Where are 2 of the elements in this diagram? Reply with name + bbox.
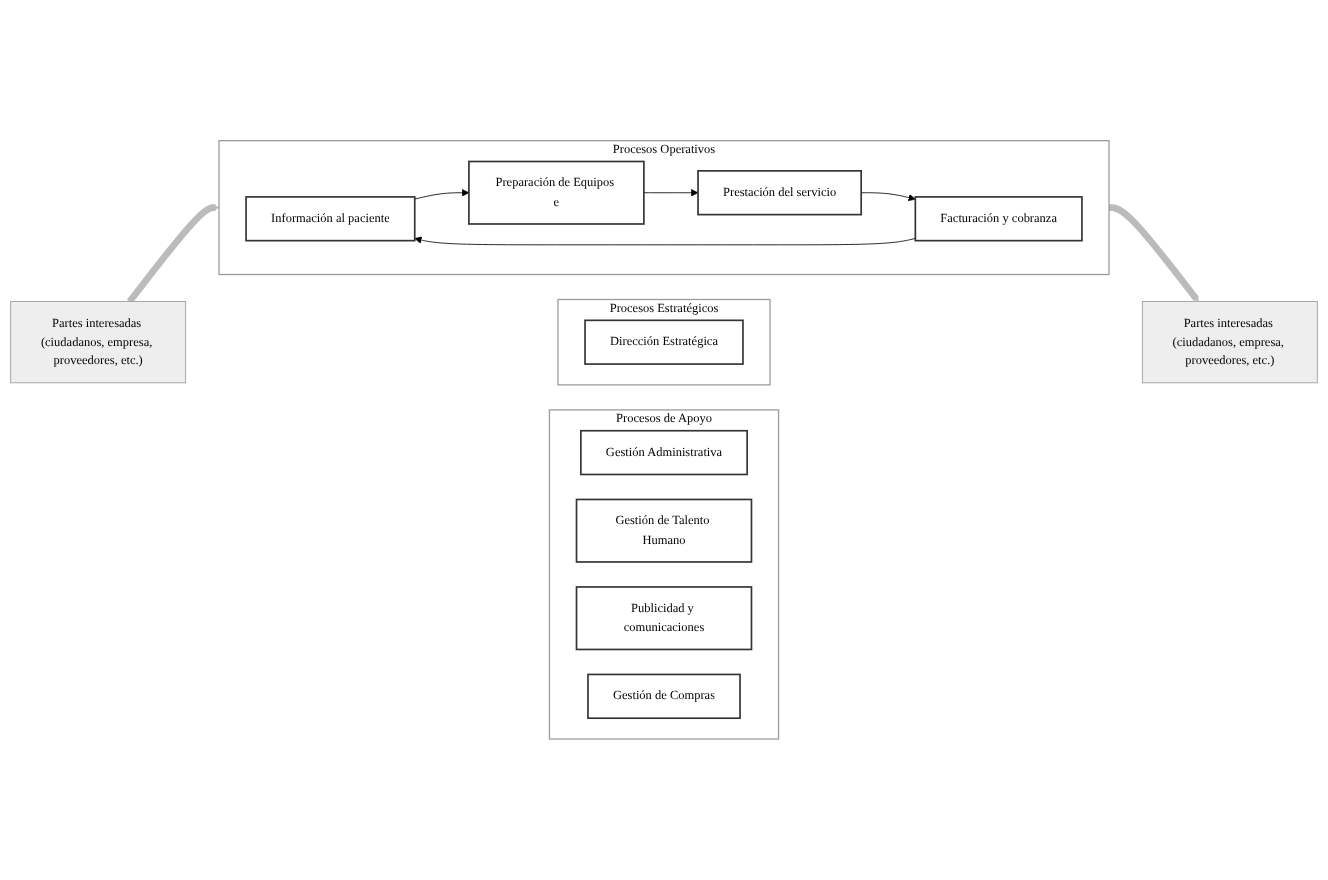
block-arrow [1108,204,1199,303]
block-arrow [126,204,220,304]
